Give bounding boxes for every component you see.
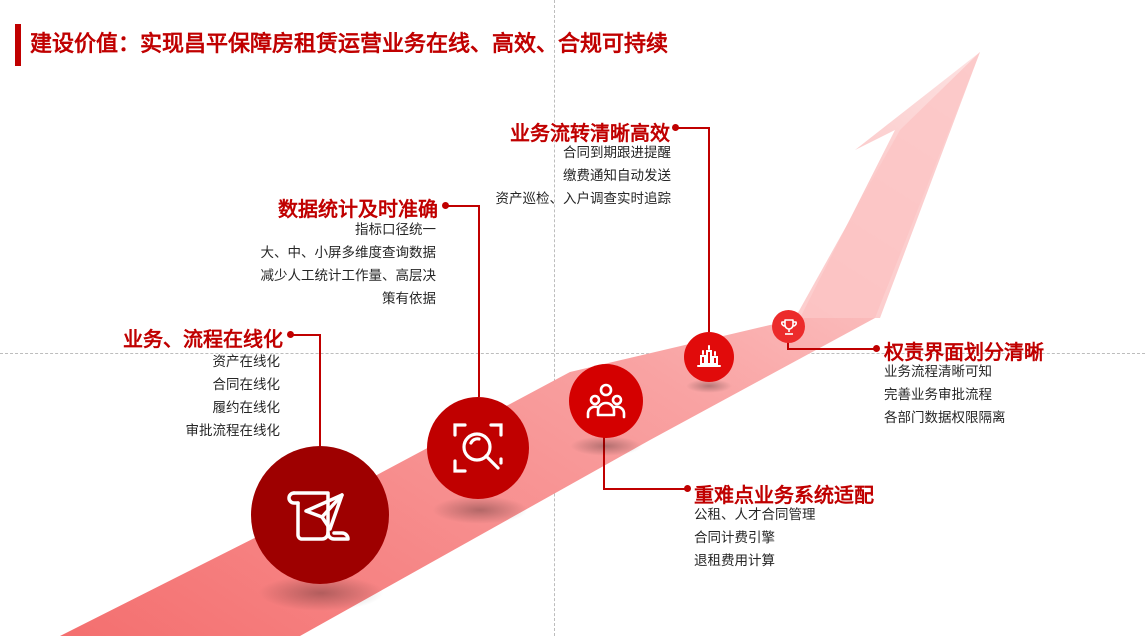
bullets-online: 资产在线化 合同在线化 履约在线化 审批流程在线化 [186,351,281,443]
bullet-item: 指标口径统一 [355,222,436,238]
heading-data: 数据统计及时准确 [278,197,438,221]
heading-online: 业务、流程在线化 [123,327,283,351]
heading-responsibility: 权责界面划分清晰 [884,340,1044,364]
connector-line [677,127,709,129]
bullet-item: 策有依据 [382,291,436,307]
connector-line [708,127,710,332]
connector-dot [672,124,679,131]
heading-flow: 业务流转清晰高效 [510,121,670,145]
circle-responsibility [772,310,805,343]
circle-shadow [686,379,732,393]
paper-plane-scroll-icon [287,491,350,541]
bullet-item: 审批流程在线化 [185,423,281,439]
bullet-item: 资产在线化 [212,354,281,370]
bullet-item: 各部门数据权限隔离 [884,410,1006,426]
bullet-item: 缴费通知自动发送 [563,168,671,184]
bullet-item: 减少人工统计工作量、高层决 [260,268,437,284]
bullets-data: 指标口径统一 大、中、小屏多维度查询数据 减少人工统计工作量、高层决 策有依据 [261,219,437,311]
connector-dot [873,345,880,352]
connector-line [787,348,877,350]
bullet-item: 资产巡检、入户调查实时追踪 [495,191,672,207]
arrow-head [795,52,980,318]
bullet-item: 业务流程清晰可知 [884,364,992,380]
arrow-body [60,52,980,636]
guide-line-horizontal [0,353,1145,354]
bullet-item: 大、中、小屏多维度查询数据 [260,245,437,261]
bullet-item: 公租、人才合同管理 [694,507,816,523]
page-title: 建设价值：实现昌平保障房租赁运营业务在线、高效、合规可持续 [30,32,669,57]
connector-line [447,205,479,207]
connector-line [787,336,789,350]
trophy-icon [780,318,797,335]
data-search-icon [453,423,503,473]
connector-line [319,334,321,446]
bar-chart-icon [697,345,721,367]
connector-line [603,437,605,489]
connector-line [292,334,320,336]
connector-dot [442,202,449,209]
bullet-item: 合同到期跟进提醒 [563,145,671,161]
bullet-item: 履约在线化 [212,400,281,416]
circle-flow [684,332,734,382]
team-icon [586,383,626,419]
bullet-item: 完善业务审批流程 [884,387,992,403]
heading-business: 重难点业务系统适配 [694,483,874,507]
bullets-flow: 合同到期跟进提醒 缴费通知自动发送 资产巡检、入户调查实时追踪 [496,142,672,211]
connector-dot [684,485,691,492]
circle-shadow [432,496,528,524]
circle-data [427,397,529,499]
circle-business [569,364,643,438]
circle-shadow [570,436,642,456]
bullets-business: 公租、人才合同管理 合同计费引擎 退租费用计算 [694,504,816,573]
bullet-item: 退租费用计算 [694,553,775,569]
guide-line-vertical [554,0,555,636]
bullet-item: 合同在线化 [212,377,281,393]
bullets-responsibility: 业务流程清晰可知 完善业务审批流程 各部门数据权限隔离 [884,361,1006,430]
connector-line [603,488,688,490]
connector-dot [287,331,294,338]
connector-line [478,205,480,397]
bullet-item: 合同计费引擎 [694,530,775,546]
title-accent-bar [15,24,21,66]
circle-online [251,446,389,584]
